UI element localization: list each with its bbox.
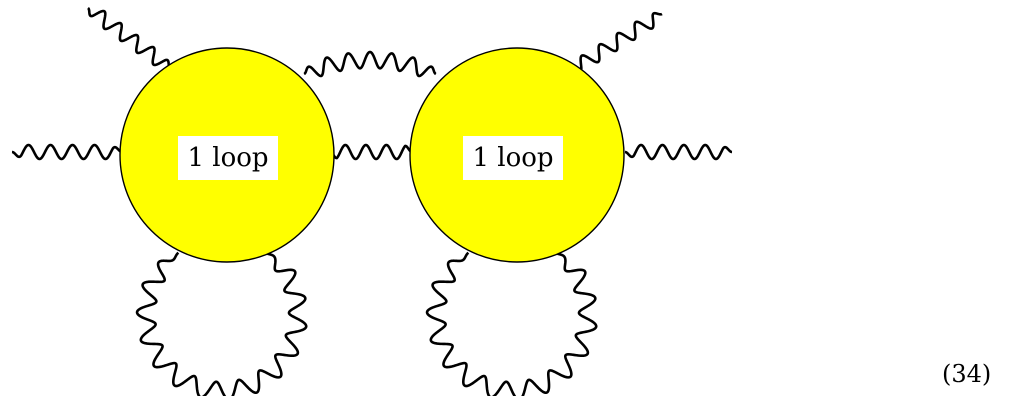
top-right-external-photon bbox=[570, 11, 664, 73]
left-blob-label-box bbox=[178, 136, 278, 180]
right-photon-loop bbox=[425, 251, 598, 396]
equation-number: (34) bbox=[942, 360, 992, 388]
top-left-external-photon bbox=[86, 6, 172, 70]
right-external-photon bbox=[623, 143, 734, 161]
top-photon-propagator bbox=[303, 50, 437, 78]
left-photon-loop bbox=[135, 251, 308, 396]
left-external-photon bbox=[10, 143, 124, 161]
left-blob-label: 1 loop bbox=[187, 143, 268, 173]
right-blob-label: 1 loop bbox=[472, 143, 553, 173]
right-blob-label-box bbox=[463, 136, 563, 180]
middle-photon-propagator bbox=[328, 143, 414, 161]
